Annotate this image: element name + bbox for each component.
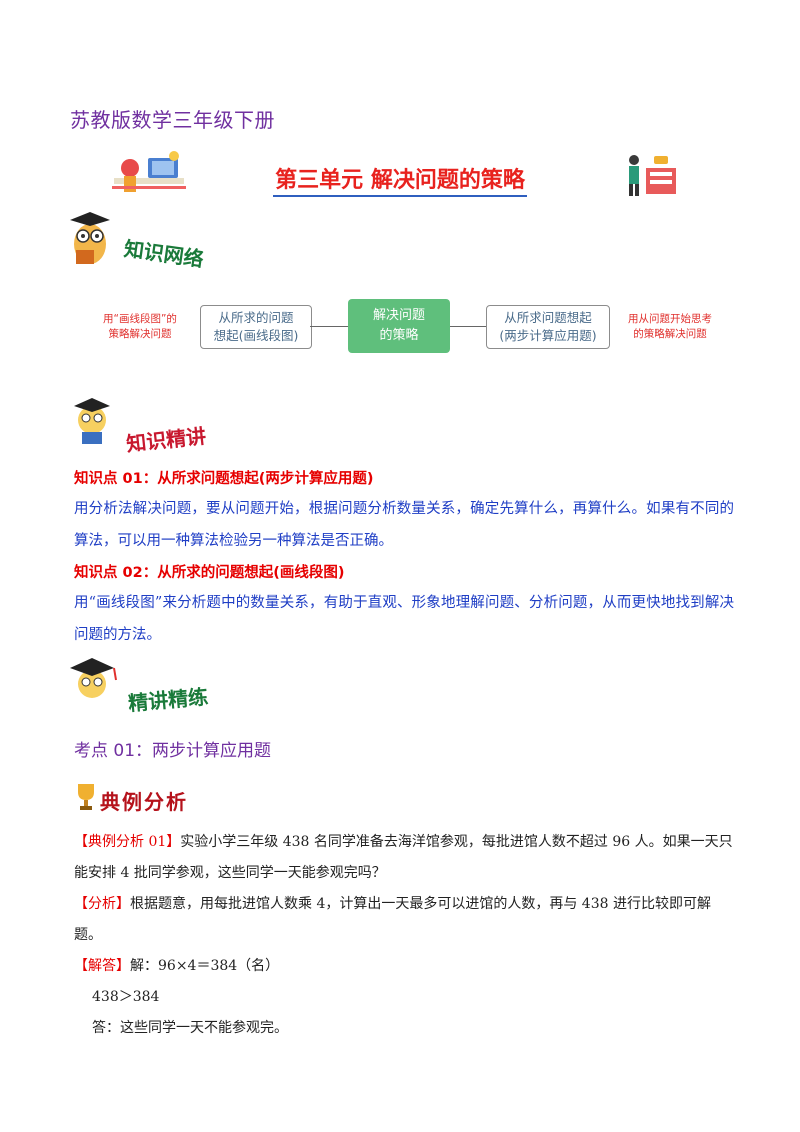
example-question-text: 实验小学三年级 438 名同学准备去海洋馆参观，每批进馆人数不超过 96 人。如… xyxy=(74,834,733,881)
mindmap-connector-right xyxy=(450,326,486,327)
answer-line-3: 答：这些同学一天不能参观完。 xyxy=(92,1020,288,1036)
trophy-icon xyxy=(78,784,94,810)
knowledge-point-2-title: 知识点 02：从所求的问题想起(画线段图) xyxy=(74,565,345,581)
mindmap-left-note: 用“画线段图”的 策略解决问题 xyxy=(103,313,177,340)
knowledge-point-1-text: 用分析法解决问题，要从问题开始，根据问题分析数量关系，确定先算什么，再算什么。如… xyxy=(74,501,734,549)
banner-example-analysis: 典例分析 xyxy=(100,790,188,814)
book-title: 苏教版数学三年级下册 xyxy=(70,108,275,132)
graduate-mascot-icon xyxy=(70,658,117,698)
mindmap-left-box: 从所求的问题想起(画线段图) xyxy=(200,305,312,349)
mindmap-connector-left xyxy=(310,326,348,327)
banner-knowledge-network: 知识网络 xyxy=(122,236,206,272)
example-answer: 【解答】解：96×4＝384（名） xyxy=(74,951,734,982)
analysis-tag: 【分析】 xyxy=(74,896,130,912)
owl-mascot-icon xyxy=(70,212,110,264)
knowledge-point-1-title: 知识点 01：从所求问题想起(两步计算应用题) xyxy=(74,471,374,487)
banner-practice: 精讲精练 xyxy=(127,684,210,716)
desk-illustration-icon xyxy=(112,151,186,192)
mindmap-right-box: 从所求问题想起(两步计算应用题) xyxy=(486,305,610,349)
kaodian-title: 考点 01：两步计算应用题 xyxy=(74,741,272,761)
example-question-tag: 【典例分析 01】 xyxy=(74,834,181,850)
teacher-mascot-icon xyxy=(74,398,110,444)
unit-title: 第三单元 解决问题的策略 xyxy=(0,162,800,197)
example-question: 【典例分析 01】实验小学三年级 438 名同学准备去海洋馆参观，每批进馆人数不… xyxy=(74,827,734,889)
office-illustration-icon xyxy=(629,155,676,196)
answer-line-2: 438＞384 xyxy=(92,989,160,1005)
mindmap-center-node: 解决问题的策略 xyxy=(348,299,450,353)
mindmap-right-note: 用从问题开始思考 的策略解决问题 xyxy=(628,313,712,340)
analysis-text: 根据题意，用每批进馆人数乘 4，计算出一天最多可以进馆的人数，再与 438 进行… xyxy=(74,896,711,943)
knowledge-point-2-text: 用“画线段图”来分析题中的数量关系，有助于直观、形象地理解问题、分析问题，从而更… xyxy=(74,595,734,643)
answer-line-1: 解：96×4＝384（名） xyxy=(130,958,280,974)
answer-tag: 【解答】 xyxy=(74,958,130,974)
example-analysis: 【分析】根据题意，用每批进馆人数乘 4，计算出一天最多可以进馆的人数，再与 43… xyxy=(74,889,734,951)
banner-knowledge-points: 知识精讲 xyxy=(125,423,208,457)
